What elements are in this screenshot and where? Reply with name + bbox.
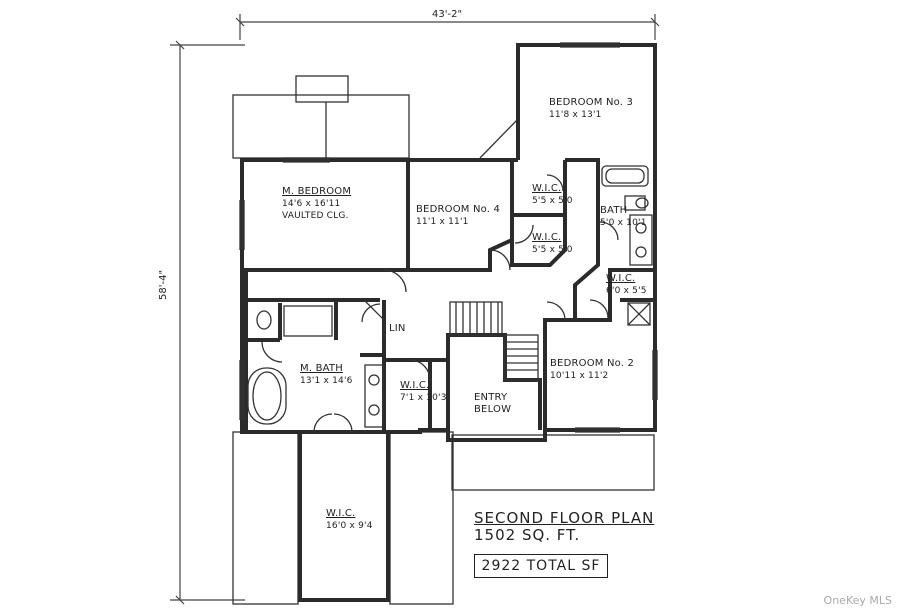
room-label-bath: BATH 5'0 x 10'1 — [600, 205, 647, 228]
overall-depth-dimension: 58'-4" — [158, 269, 169, 300]
room-label-wic-b: W.I.C. 5'5 x 5'0 — [532, 232, 573, 255]
plan-area: 1502 SQ. FT. — [474, 526, 581, 544]
room-label-bedroom-4: BEDROOM No. 4 11'1 x 11'1 — [416, 204, 501, 227]
watermark: OneKey MLS — [823, 594, 892, 607]
room-label-entry: ENTRY BELOW — [474, 392, 512, 415]
room-label-master-bedroom: M. BEDROOM 14'6 x 16'11 VAULTED CLG. — [282, 186, 352, 221]
plan-title: SECOND FLOOR PLAN — [474, 509, 655, 527]
room-label-wic-a: W.I.C. 5'5 x 5'0 — [532, 183, 573, 206]
stair — [449, 301, 539, 381]
fixtures — [247, 165, 653, 428]
overall-width-dimension: 43'-2" — [432, 9, 463, 20]
room-label-wic-c: W.I.C. 6'0 x 5'5 — [606, 273, 647, 296]
title-block: SECOND FLOOR PLAN 1502 SQ. FT. 2922 TOTA… — [474, 509, 655, 578]
windows — [239, 42, 658, 433]
room-label-wic-d: W.I.C. 7'1 x 10'3 — [400, 380, 447, 403]
room-label-master-bath: M. BATH 13'1 x 14'6 — [300, 363, 353, 386]
doors — [261, 174, 619, 433]
room-label-wic-e: W.I.C. 16'0 x 9'4 — [326, 508, 373, 531]
total-area-box: 2922 TOTAL SF — [474, 554, 608, 578]
room-label-bedroom-2: BEDROOM No. 2 10'11 x 11'2 — [550, 358, 635, 381]
room-label-linen: LIN — [389, 323, 406, 334]
room-label-bedroom-3: BEDROOM No. 3 11'8 x 13'1 — [549, 97, 634, 120]
